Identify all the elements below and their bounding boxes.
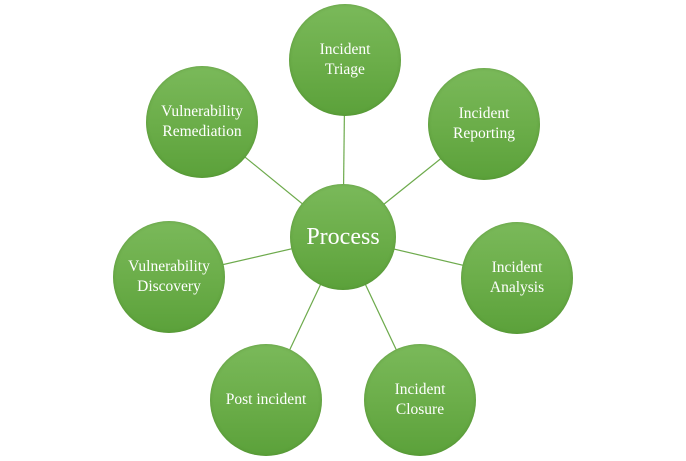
node-label: Vulnerability Discovery [128, 257, 210, 295]
node-label: Incident Analysis [489, 258, 545, 296]
node-incident-triage: Incident Triage [289, 4, 401, 116]
node-process-center: Process [290, 184, 396, 290]
node-vulnerability-discovery: Vulnerability Discovery [113, 221, 225, 333]
node-label: Incident Triage [319, 40, 371, 78]
node-vulnerability-remediation: Vulnerability Remediation [146, 66, 258, 178]
node-label: Incident Closure [394, 380, 446, 418]
node-label: Post incident [225, 390, 307, 408]
node-label: Vulnerability Remediation [161, 102, 243, 140]
node-incident-analysis: Incident Analysis [461, 222, 573, 334]
node-label: Incident Reporting [453, 104, 515, 142]
node-label: Process [306, 223, 380, 250]
node-post-incident: Post incident [210, 344, 322, 456]
node-incident-closure: Incident Closure [364, 344, 476, 456]
node-incident-reporting: Incident Reporting [428, 68, 540, 180]
